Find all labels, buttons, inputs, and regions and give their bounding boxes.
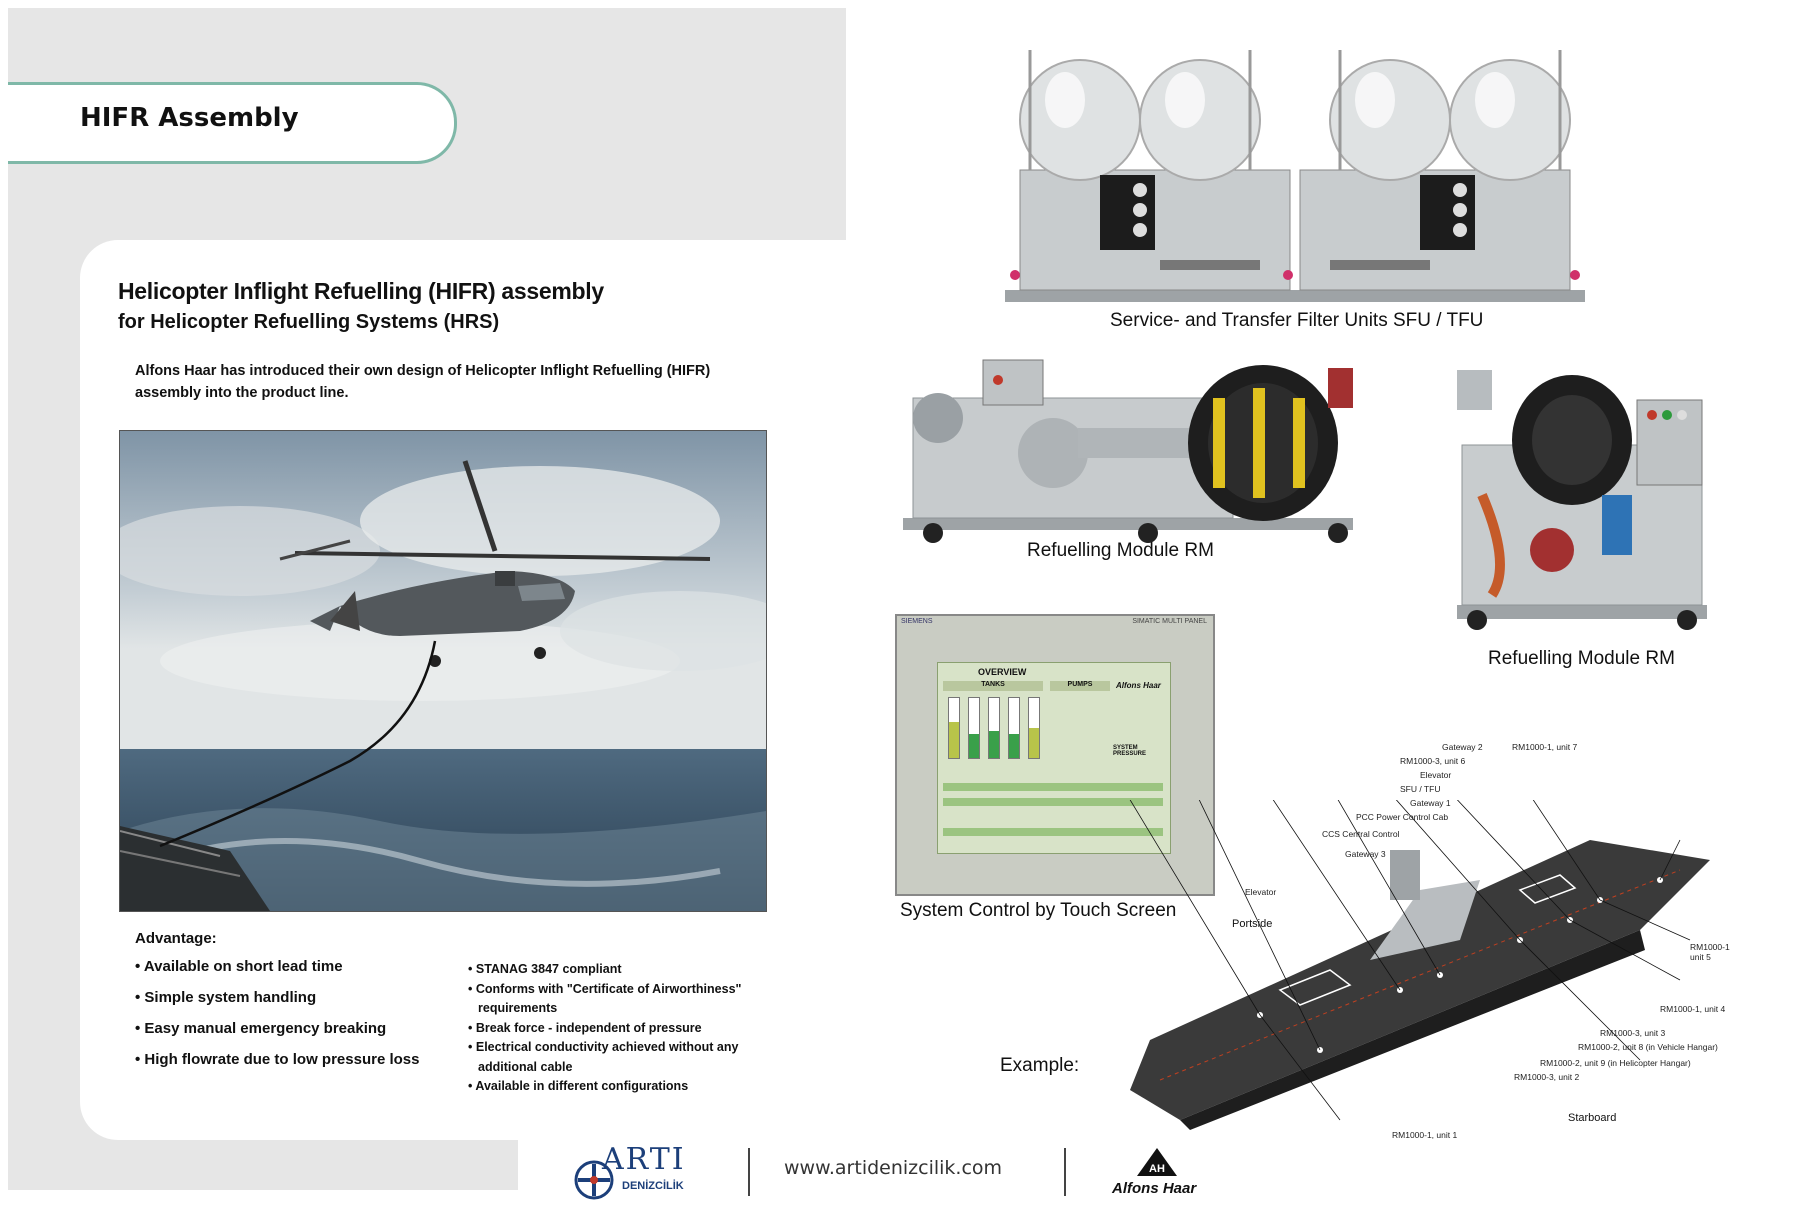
panel-bar	[943, 828, 1163, 836]
ship-label: RM1000-2, unit 9 (in Helicopter Hangar)	[1540, 1058, 1691, 1068]
rm-caption-2: Refuelling Module RM	[1488, 648, 1675, 669]
ship-diagram	[1099, 699, 1720, 1130]
advantage-item: • High flowrate due to low pressure loss	[135, 1051, 420, 1068]
ship-label: RM1000-3, unit 6	[1400, 756, 1466, 766]
ship-label: Gateway 2	[1442, 742, 1483, 752]
tank-gauge	[1008, 697, 1020, 759]
panel-screen[interactable]: OVERVIEW TANKS PUMPS Alfons Haar SYSTEM …	[937, 662, 1171, 854]
tab-title: HIFR Assembly	[80, 103, 299, 133]
touch-caption: System Control by Touch Screen	[900, 900, 1177, 921]
ship-illustration	[1099, 699, 1710, 1130]
alfons-haar-logo-svg: AH	[1137, 1148, 1177, 1176]
sfu-caption: Service- and Transfer Filter Units SFU /…	[1110, 310, 1484, 331]
sfu-tfu-image	[1000, 20, 1590, 305]
sfu-tfu-illustration	[1005, 50, 1585, 302]
ship-label: Gateway 3	[1345, 849, 1386, 859]
left-bottom-strip	[8, 1140, 518, 1190]
ship-label: Gateway 1	[1410, 798, 1451, 808]
helicopter-photo-svg	[120, 431, 766, 911]
ship-label-portside: Portside	[1232, 918, 1273, 930]
arti-wordmark: ARTI	[602, 1142, 686, 1177]
panel-bar	[943, 798, 1163, 806]
tank-gauge	[948, 697, 960, 759]
ship-label: RM1000-3, unit 2	[1514, 1072, 1580, 1082]
advantages-right-list: • STANAG 3847 compliant • Conforms with …	[468, 960, 798, 1097]
ship-label: RM1000-1, unit 4	[1660, 1004, 1726, 1014]
refuelling-module-illustration-2	[1457, 370, 1707, 630]
helicopter-photo	[119, 430, 767, 912]
alfons-haar-wordmark: Alfons Haar	[1112, 1180, 1197, 1197]
ship-label: RM1000-3, unit 3	[1600, 1028, 1666, 1038]
panel-pressure: SYSTEM PRESSURE	[1113, 745, 1147, 757]
ship-label-starboard: Starboard	[1568, 1112, 1617, 1124]
advantage-item: • Simple system handling	[135, 989, 317, 1006]
panel-tanks: TANKS	[943, 681, 1043, 691]
advantage-item: • Easy manual emergency breaking	[135, 1020, 387, 1037]
example-caption: Example:	[1000, 1055, 1080, 1076]
arti-logo-icon	[572, 1158, 616, 1202]
refuelling-module-image-2	[1452, 365, 1712, 645]
ship-label: SFU / TFU	[1400, 784, 1441, 794]
article-title: Helicopter Inflight Refuelling (HIFR) as…	[118, 278, 604, 304]
footer-url[interactable]: www.artidenizcilik.com	[784, 1157, 1003, 1179]
spec-item: • STANAG 3847 compliant	[468, 962, 622, 976]
panel-model: SIMATIC MULTI PANEL	[1132, 618, 1207, 625]
panel-pumps: PUMPS	[1050, 681, 1110, 691]
advantages-left-list: • Available on short lead time • Simple …	[135, 958, 465, 1082]
panel-logo: Alfons Haar	[1116, 681, 1161, 690]
arti-subtitle: DENİZCİLİK	[622, 1180, 684, 1192]
ship-label: RM1000-1, unit 7	[1512, 742, 1578, 752]
alfons-haar-mark: AH	[1149, 1163, 1165, 1175]
title-tab	[8, 82, 457, 164]
spec-item: • Conforms with "Certificate of Airworth…	[468, 981, 742, 1016]
advantage-item: • Available on short lead time	[135, 958, 343, 975]
ship-label: Elevator	[1420, 770, 1452, 780]
advantages-heading: Advantage:	[135, 930, 217, 947]
arti-logo-svg	[574, 1160, 614, 1200]
ship-label: RM1000-1, unit 1	[1392, 1130, 1458, 1140]
tank-gauge	[988, 697, 1000, 759]
footer-divider	[748, 1148, 750, 1196]
article-intro: Alfons Haar has introduced their own des…	[135, 363, 711, 401]
ship-label: CCS Central Control	[1322, 829, 1400, 839]
ship-label: PCC Power Control Cab	[1356, 812, 1449, 822]
rm-caption-1: Refuelling Module RM	[1027, 540, 1214, 561]
tank-gauge	[968, 697, 980, 759]
panel-overview: OVERVIEW	[978, 667, 1027, 677]
ship-label: Elevator	[1245, 887, 1277, 897]
touch-panel: SIEMENS SIMATIC MULTI PANEL OVERVIEW TAN…	[895, 614, 1215, 896]
refuelling-module-image-1	[898, 358, 1368, 548]
refuelling-module-illustration-1	[903, 359, 1353, 543]
spec-item: • Break force - independent of pressure	[468, 1020, 702, 1035]
alfons-haar-logo-icon: AH	[1135, 1146, 1179, 1178]
footer-divider	[1064, 1148, 1066, 1196]
spec-item: • Available in different configurations	[468, 1079, 689, 1093]
panel-bar	[943, 783, 1163, 791]
panel-brand: SIEMENS	[901, 618, 933, 625]
ship-label: RM1000-1 unit 5	[1690, 942, 1730, 962]
spec-item: • Electrical conductivity achieved witho…	[468, 1040, 739, 1074]
ship-label: RM1000-2, unit 8 (in Vehicle Hangar)	[1578, 1042, 1718, 1052]
tank-gauge	[1028, 697, 1040, 759]
article-subtitle: for Helicopter Refuelling Systems (HRS)	[118, 311, 500, 333]
